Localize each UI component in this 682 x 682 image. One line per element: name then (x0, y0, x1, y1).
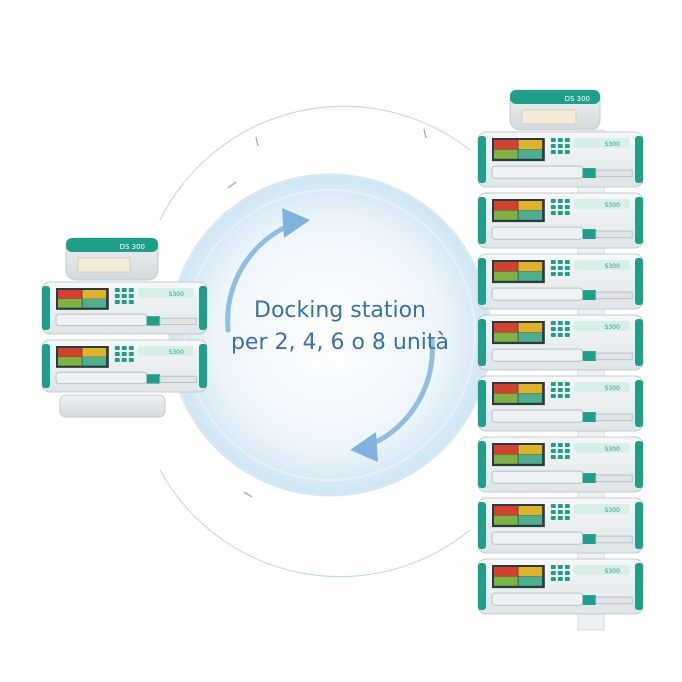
arrow-bottom-right (367, 337, 435, 448)
pump-model-label: S300 (605, 141, 620, 148)
syringe-pump-right-5: S300 (477, 375, 644, 432)
syringe-pump-left-2: S300 (41, 339, 208, 393)
pump-model-label: S300 (169, 349, 184, 356)
pump-model-label: S300 (605, 385, 620, 392)
syringe-pump-right-7: S300 (477, 497, 644, 554)
right-station-label: DS 300 (565, 95, 590, 103)
syringe-pump-right-6: S300 (477, 436, 644, 493)
pump-model-label: S300 (605, 324, 620, 331)
arrow-head-top (282, 208, 310, 238)
arrow-head-bottom (350, 432, 378, 462)
left-station-label: DS 300 (120, 243, 145, 251)
outer-ring-ticks (227, 128, 427, 498)
pump-model-label: S300 (605, 568, 620, 575)
pump-model-label: S300 (169, 291, 184, 298)
outer-ring (159, 105, 471, 578)
syringe-pump-right-2: S300 (477, 192, 644, 249)
pump-model-label: S300 (605, 446, 620, 453)
caption-line-1: Docking station (254, 298, 426, 323)
pump-model-label: S300 (605, 202, 620, 209)
syringe-pump-right-4: S300 (477, 314, 644, 371)
syringe-pump-left-1: S300 (41, 281, 208, 335)
syringe-pump-right-8: S300 (477, 558, 644, 615)
pump-model-label: S300 (605, 507, 620, 514)
syringe-pump-right-1: S300 (477, 131, 644, 188)
rotation-arrows (225, 222, 435, 448)
arrow-top-left (225, 222, 293, 333)
docking-circle-inner-ring (184, 189, 476, 481)
caption-line-2: per 2, 4, 6 o 8 unità (230, 330, 450, 355)
docking-caption: Docking station per 2, 4, 6 o 8 unità (190, 295, 490, 359)
pump-model-label: S300 (605, 263, 620, 270)
syringe-pump-right-3: S300 (477, 253, 644, 310)
left-docking-station: DS 300 (59, 237, 166, 418)
